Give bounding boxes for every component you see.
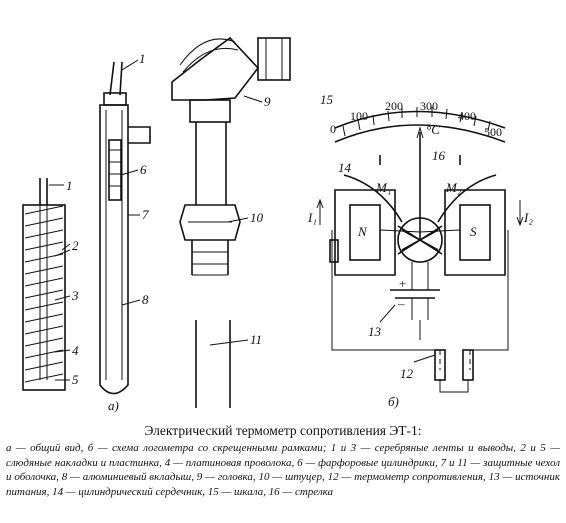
label-2: 2: [72, 238, 79, 253]
scale-labels: 0 100 200 300 400 500: [330, 99, 502, 139]
ratiometer-schematic: [316, 107, 524, 393]
label-14: 14: [338, 160, 352, 175]
caption-title: Электрический термометр сопротивления ЭТ…: [144, 423, 422, 438]
scale-tick-500: 500: [484, 125, 502, 139]
label-5: 5: [72, 372, 79, 387]
scale-ticks: [342, 107, 491, 137]
label-10: 10: [250, 210, 264, 225]
label-degree: °C: [426, 122, 440, 137]
label-plus: +: [398, 276, 407, 291]
label-m2: M₂: [445, 180, 462, 195]
label-7: 7: [142, 207, 149, 222]
scale-tick-0: 0: [330, 122, 336, 136]
label-4: 4: [72, 343, 79, 358]
label-6: 6: [140, 162, 147, 177]
label-pole-s: S: [470, 224, 477, 239]
label-m1: M₁: [375, 180, 391, 195]
thermometer-view-a: [99, 59, 151, 395]
label-12: 12: [400, 366, 414, 381]
label-pole-n: N: [357, 224, 368, 239]
label-8: 8: [142, 292, 149, 307]
scale-tick-100: 100: [350, 109, 368, 123]
label-1a: 1: [66, 178, 73, 193]
caption-body: а — общий вид, б — схема логометра со ск…: [6, 442, 560, 498]
thermometer-head: [171, 36, 291, 408]
label-i2: I₂: [523, 210, 533, 225]
scale-tick-200: 200: [385, 99, 403, 113]
scale-tick-300: 300: [420, 99, 438, 113]
label-1b: 1: [139, 51, 146, 66]
label-view-b: б): [388, 394, 399, 409]
label-16: 16: [432, 148, 446, 163]
label-view-a: а): [108, 398, 119, 413]
label-11: 11: [250, 332, 262, 347]
part-labels: 1 2 3 4 5 1 6 7 8 а) 9 10 11 15 16 14 M₁…: [66, 51, 533, 413]
label-i1: I₁: [307, 210, 317, 225]
sensing-element: [22, 178, 71, 391]
scale-tick-400: 400: [458, 109, 476, 123]
label-9: 9: [264, 94, 271, 109]
platinum-winding: [24, 205, 64, 383]
label-15: 15: [320, 92, 334, 107]
label-minus: –: [397, 296, 405, 311]
label-13: 13: [368, 324, 382, 339]
label-3: 3: [71, 288, 79, 303]
